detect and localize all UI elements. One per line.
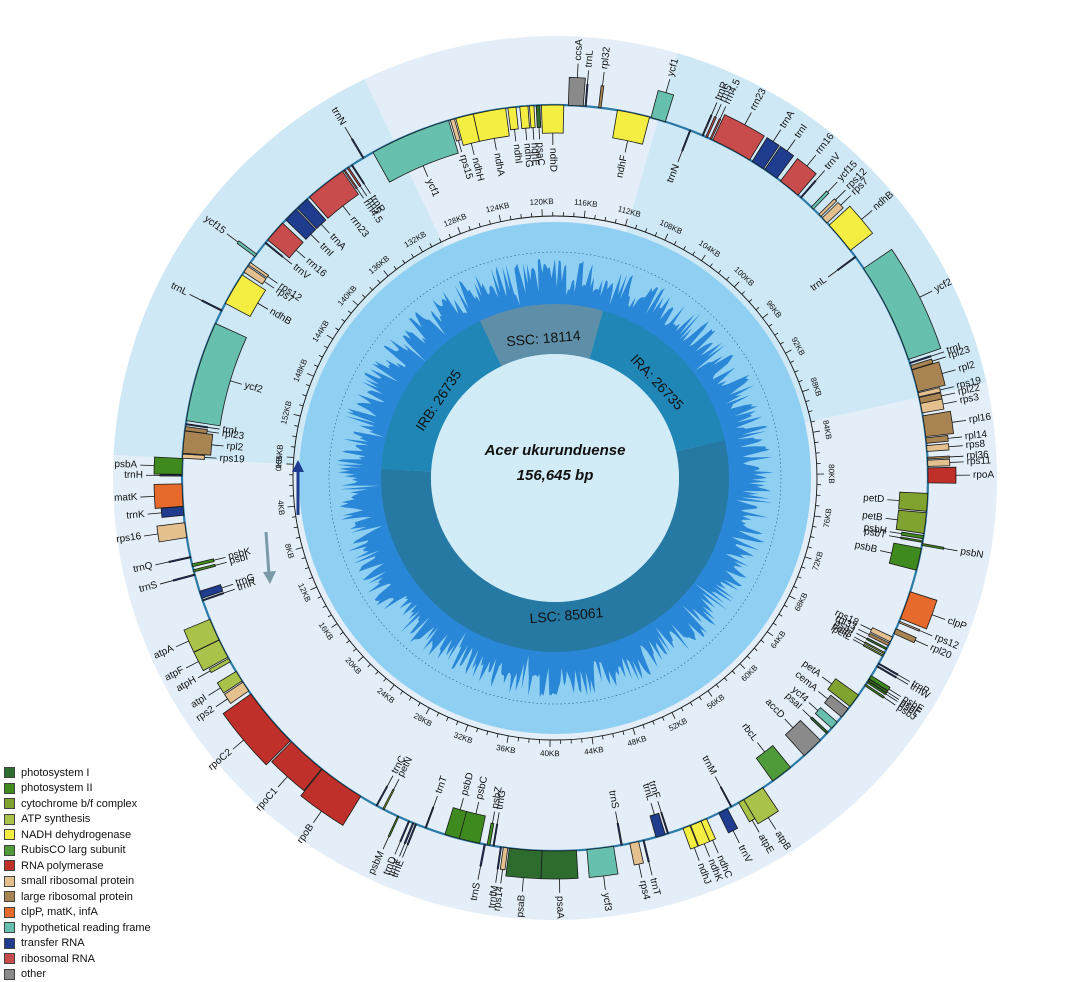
scale-label: 4KB [276, 500, 287, 516]
gene-label: rpoA [973, 470, 995, 481]
legend-swatch [4, 845, 15, 856]
legend-swatch [4, 783, 15, 794]
legend-label: cytochrome b/f complex [21, 798, 137, 810]
genome-size: 156,645 bp [517, 467, 594, 484]
gene-block [160, 475, 182, 476]
gene-label: rpl2 [226, 441, 244, 454]
legend-item: hypothetical reading frame [4, 920, 151, 936]
legend-label: hypothetical reading frame [21, 922, 151, 934]
legend-swatch [4, 969, 15, 980]
gene-label: rpl14 [964, 429, 988, 442]
gene-block [154, 484, 183, 509]
gene-block [896, 510, 926, 533]
legend-label: RubisCO larg subunit [21, 844, 126, 856]
organism-name: Acer ukurunduense [484, 442, 626, 459]
gene-label: psaB [515, 894, 528, 918]
legend-label: small ribosomal protein [21, 875, 134, 887]
scale-tick [287, 457, 294, 458]
gene-block [928, 459, 950, 466]
gene-block [568, 77, 585, 106]
legend-item: photosystem I [4, 765, 151, 781]
gene-label: psaA [554, 896, 565, 919]
gene-block [183, 454, 205, 459]
legend-swatch [4, 907, 15, 918]
scale-label: 40KB [540, 749, 560, 758]
gene-block [520, 106, 530, 129]
gene-leader [539, 127, 540, 139]
gene-block [587, 846, 618, 877]
legend-item: RNA polymerase [4, 858, 151, 874]
legend-label: NADH dehydrogenase [21, 829, 131, 841]
legend-item: cytochrome b/f complex [4, 796, 151, 812]
legend-label: clpP, matK, infA [21, 906, 98, 918]
gene-label: ndhI [511, 144, 524, 165]
legend-label: large ribosomal protein [21, 891, 133, 903]
scale-tick [518, 737, 519, 741]
legend-item: other [4, 967, 151, 982]
legend-item: transfer RNA [4, 936, 151, 952]
gene-block [161, 507, 184, 518]
legend-label: transfer RNA [21, 937, 85, 949]
scale-label: 156KB [274, 444, 285, 469]
gene-label: ndhD [547, 148, 558, 172]
scale-label: 80KB [827, 464, 836, 484]
gene-block [541, 850, 578, 879]
gene-block [899, 492, 928, 511]
legend-item: NADH dehydrogenase [4, 827, 151, 843]
legend-swatch [4, 953, 15, 964]
gene-label: rps19 [219, 453, 245, 465]
gene-label: trnH [124, 470, 143, 481]
gene-block [928, 467, 956, 483]
gene-block [506, 848, 542, 879]
gene-label: ccsA [573, 38, 585, 61]
legend-label: photosystem II [21, 782, 93, 794]
legend-item: large ribosomal protein [4, 889, 151, 905]
gene-leader [950, 462, 964, 463]
legend-swatch [4, 814, 15, 825]
legend-swatch [4, 922, 15, 933]
gene-label: trnK [126, 509, 146, 522]
legend-item: RubisCO larg subunit [4, 843, 151, 859]
legend-label: ribosomal RNA [21, 953, 95, 965]
gene-label: trnL [583, 49, 595, 68]
legend-label: photosystem I [21, 767, 89, 779]
scale-label: 120KB [529, 197, 553, 207]
legend-label: ATP synthesis [21, 813, 90, 825]
scale-tick [521, 214, 522, 218]
legend: photosystem I photosystem II cytochrome b/… [4, 765, 151, 982]
legend-label: RNA polymerase [21, 860, 104, 872]
gene-block [183, 431, 213, 455]
legend-label: other [21, 968, 46, 980]
legend-swatch [4, 860, 15, 871]
gene-block [541, 105, 563, 133]
gene-block [923, 411, 954, 436]
legend-item: small ribosomal protein [4, 874, 151, 890]
gene-block [536, 105, 541, 127]
legend-item: ribosomal RNA [4, 951, 151, 967]
gene-label: matK [114, 492, 138, 504]
scale-tick [815, 442, 819, 443]
legend-swatch [4, 876, 15, 887]
legend-swatch [4, 938, 15, 949]
legend-swatch [4, 798, 15, 809]
legend-item: clpP, matK, infA [4, 905, 151, 921]
gene-label: petD [863, 493, 885, 505]
legend-item: photosystem II [4, 781, 151, 797]
legend-item: ATP synthesis [4, 812, 151, 828]
legend-swatch [4, 767, 15, 778]
legend-swatch [4, 829, 15, 840]
gene-block [154, 457, 182, 474]
gene-label: ycf3 [600, 892, 613, 912]
legend-swatch [4, 891, 15, 902]
gene-label: rpl36 [966, 449, 989, 461]
